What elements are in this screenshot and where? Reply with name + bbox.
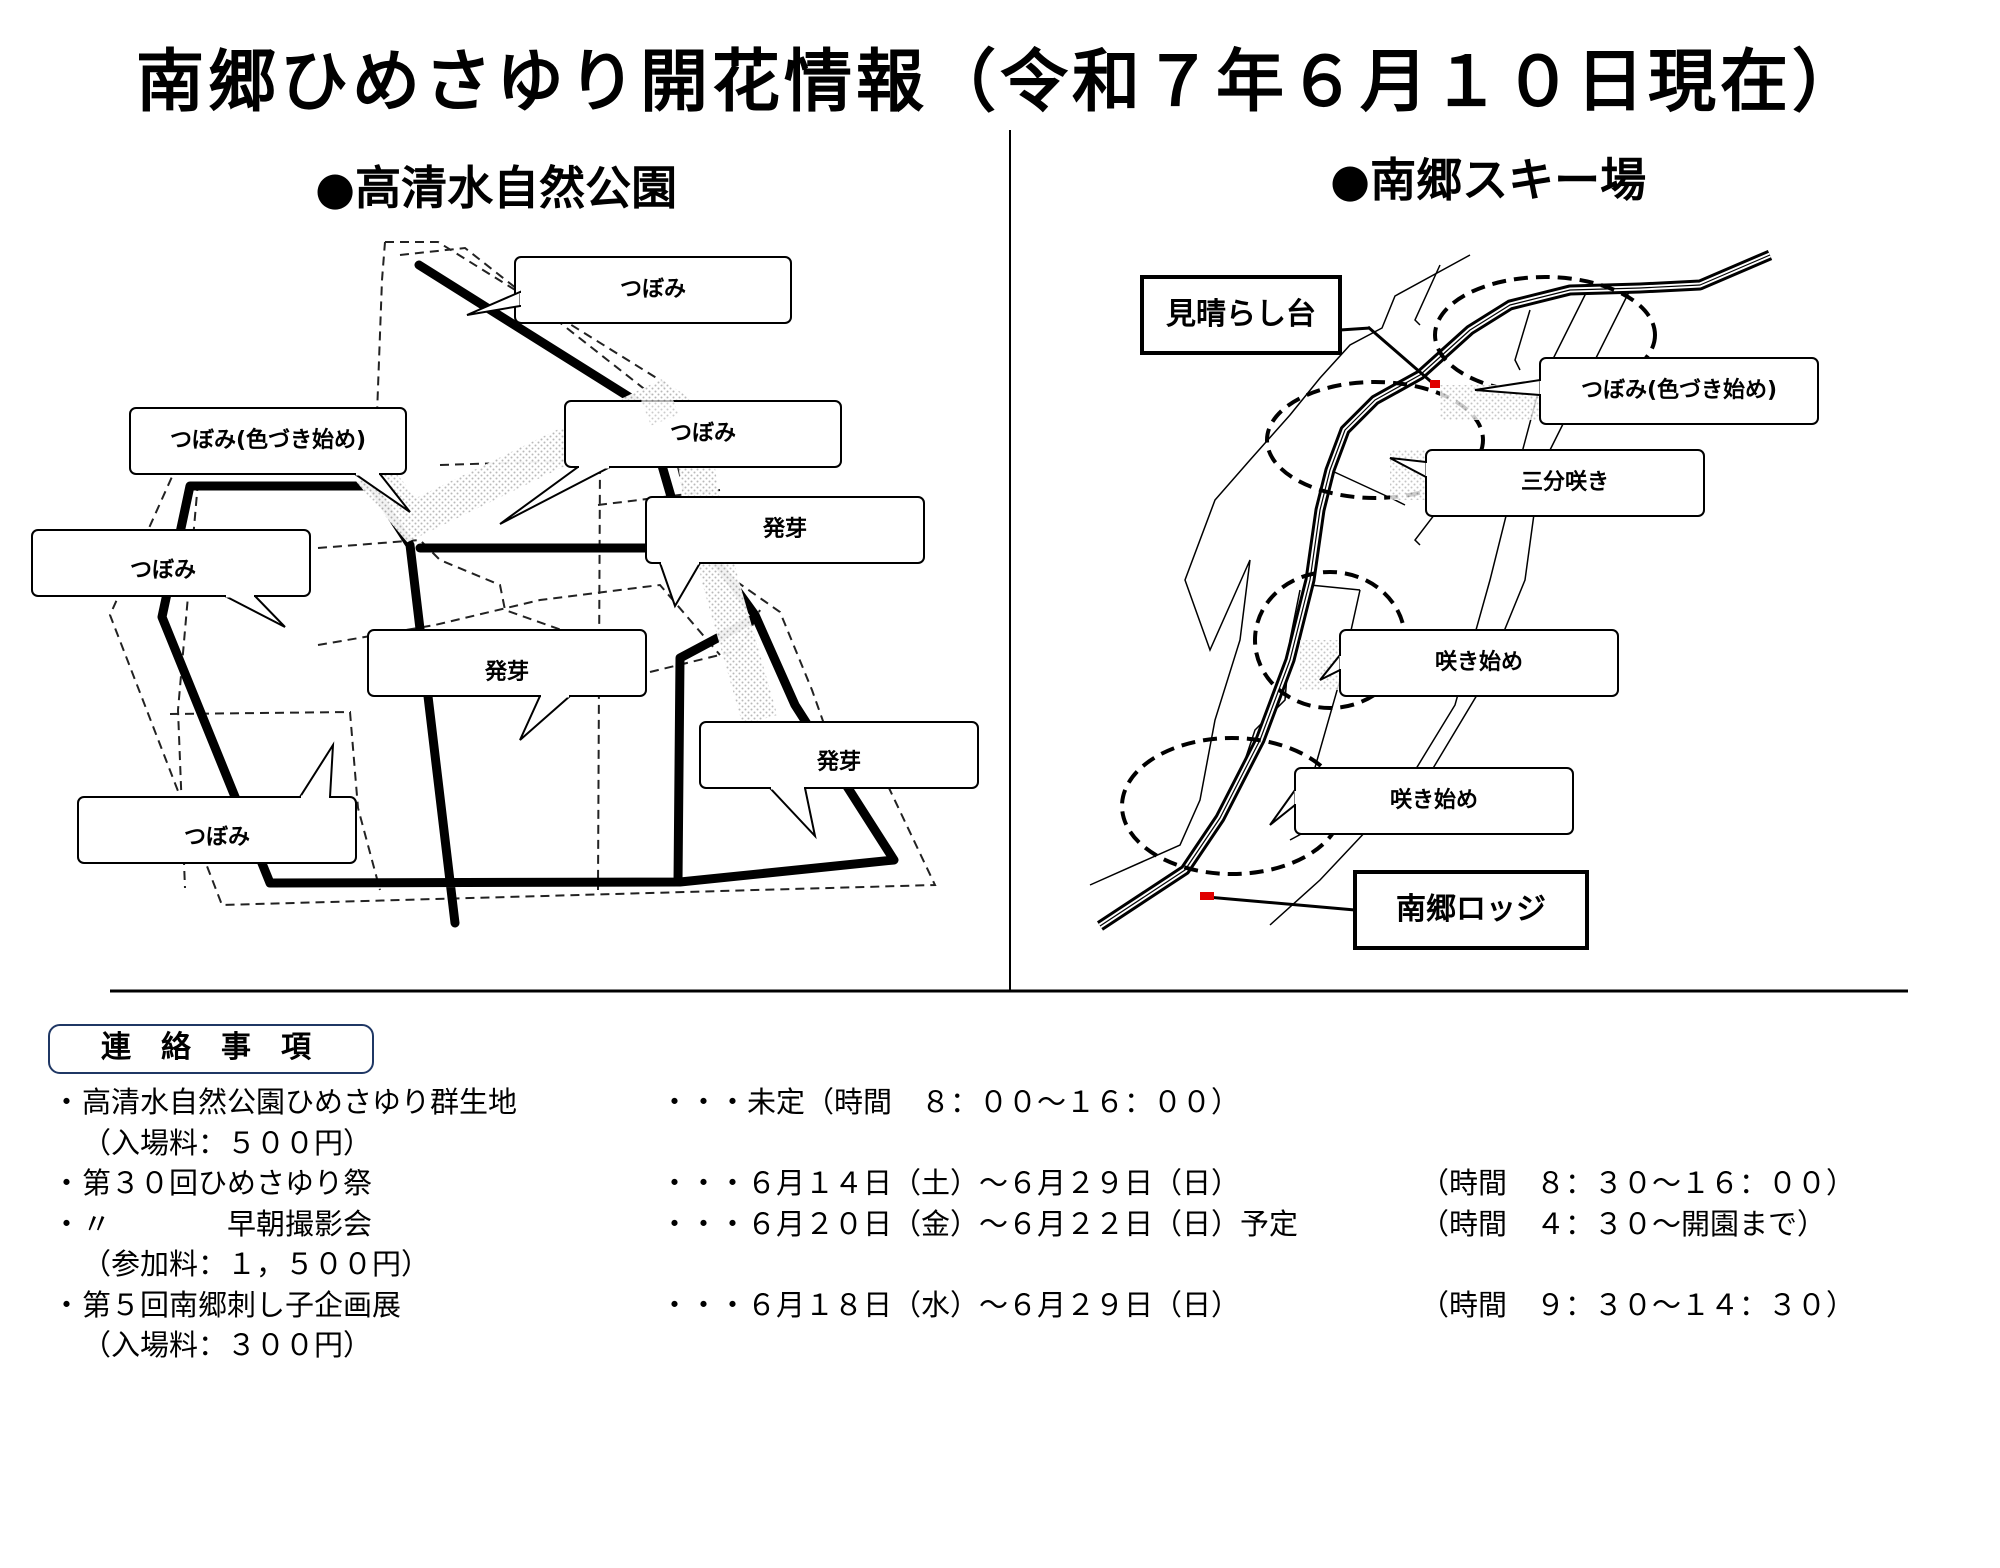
left-map-heading: ●高清水自然公園 bbox=[315, 161, 678, 215]
bubble-shape bbox=[1474, 357, 1819, 425]
bubble-label: 発芽 bbox=[762, 517, 807, 542]
bubble-shape bbox=[699, 721, 979, 840]
lodge-label: 南郷ロッジ bbox=[1396, 892, 1546, 927]
bubble-shape bbox=[499, 400, 842, 525]
left-map bbox=[31, 130, 1908, 993]
notice-fee: （入場料：５００円） bbox=[82, 1125, 373, 1160]
notice-line: ・ 高清水自然公園ひめさゆり群生地 ・・・未定（時間 ８：００～１６：００） bbox=[52, 1082, 1962, 1123]
right-map bbox=[1089, 249, 1819, 950]
notice-fee: （参加料：１，５００円） bbox=[82, 1247, 431, 1281]
bubble-label: 咲き始め bbox=[1434, 650, 1523, 675]
bubble-label: 発芽 bbox=[484, 660, 529, 685]
bubble-shape bbox=[77, 741, 357, 864]
lodge-marker bbox=[1200, 892, 1214, 900]
notice-time: （時間 ９：３０～１４：３０） bbox=[1420, 1287, 1856, 1322]
bubble-label: つぼみ bbox=[669, 421, 736, 446]
bubble-shape bbox=[129, 407, 411, 513]
notice-time: （時間 ８：３０～１６：００） bbox=[1420, 1166, 1856, 1200]
bubble-label: 咲き始め bbox=[1389, 788, 1478, 813]
bullet: ・ bbox=[52, 1287, 82, 1322]
notice-line: （入場料：５００円） bbox=[52, 1123, 1962, 1164]
lookout-label: 見晴らし台 bbox=[1166, 297, 1316, 332]
bubble-label: つぼみ bbox=[619, 277, 686, 302]
bullet: ・ bbox=[52, 1206, 82, 1241]
bubble-label: つぼみ(色づき始め) bbox=[169, 428, 367, 453]
bubble-label: つぼみ bbox=[130, 558, 197, 583]
notice-date: ・・・６月１４日（土）～６月２９日（日） bbox=[660, 1166, 1241, 1200]
notice-line: ・ 第３０回ひめさゆり祭 ・・・６月１４日（土）～６月２９日（日） （時間 ８：… bbox=[52, 1163, 1962, 1204]
bubble-label: つぼみ bbox=[183, 825, 250, 850]
bubble-shape bbox=[1389, 449, 1705, 517]
notice-header: 連絡事項 bbox=[48, 1024, 374, 1074]
lookout-marker bbox=[1430, 380, 1440, 388]
bubble-shape bbox=[645, 496, 925, 609]
notice-line: ・ 〃 早朝撮影会 ・・・６月２０日（金）～６月２２日（日）予定 （時間 ４：３… bbox=[52, 1204, 1962, 1245]
notice-date: ・・・未定（時間 ８：００～１６：００） bbox=[660, 1085, 1241, 1119]
notice-line: ・ 第５回南郷刺し子企画展 ・・・６月１８日（水）～６月２９日（日） （時間 ９… bbox=[52, 1285, 1962, 1326]
notice-item: 〃 早朝撮影会 bbox=[82, 1206, 373, 1241]
bubble-tail-joins-right bbox=[1294, 381, 1543, 804]
bubble-tail-joins bbox=[226, 293, 804, 799]
lookout-box bbox=[1140, 275, 1342, 355]
notice-item: 高清水自然公園ひめさゆり群生地 bbox=[82, 1085, 518, 1119]
notice-line: （参加料：１，５００円） bbox=[52, 1244, 1962, 1285]
bubble-label: つぼみ(色づき始め) bbox=[1580, 378, 1778, 403]
notice-item: 第５回南郷刺し子企画展 bbox=[82, 1287, 402, 1322]
bubble-shape bbox=[1269, 767, 1574, 835]
bubble-shape bbox=[367, 629, 647, 741]
bubble-label: 発芽 bbox=[816, 750, 861, 775]
bullet: ・ bbox=[52, 1085, 82, 1119]
notice-time: （時間 ４：３０～開園まで） bbox=[1420, 1206, 1827, 1241]
notice-line: （入場料：３００円） bbox=[52, 1325, 1962, 1366]
page-title: 南郷ひめさゆり開花情報（令和７年６月１０日現在） bbox=[135, 43, 1864, 122]
right-map-heading: ●南郷スキー場 bbox=[1330, 153, 1647, 207]
bullet: ・ bbox=[52, 1166, 82, 1200]
notice-list: ・ 高清水自然公園ひめさゆり群生地 ・・・未定（時間 ８：００～１６：００） （… bbox=[52, 1082, 1962, 1366]
notice-item: 第３０回ひめさゆり祭 bbox=[82, 1166, 373, 1200]
notice-fee: （入場料：３００円） bbox=[82, 1328, 373, 1362]
notice-date: ・・・６月２０日（金）～６月２２日（日）予定 bbox=[660, 1206, 1299, 1241]
bubble-label: 三分咲き bbox=[1520, 470, 1609, 495]
notice-date: ・・・６月１８日（水）～６月２９日（日） bbox=[660, 1287, 1241, 1322]
